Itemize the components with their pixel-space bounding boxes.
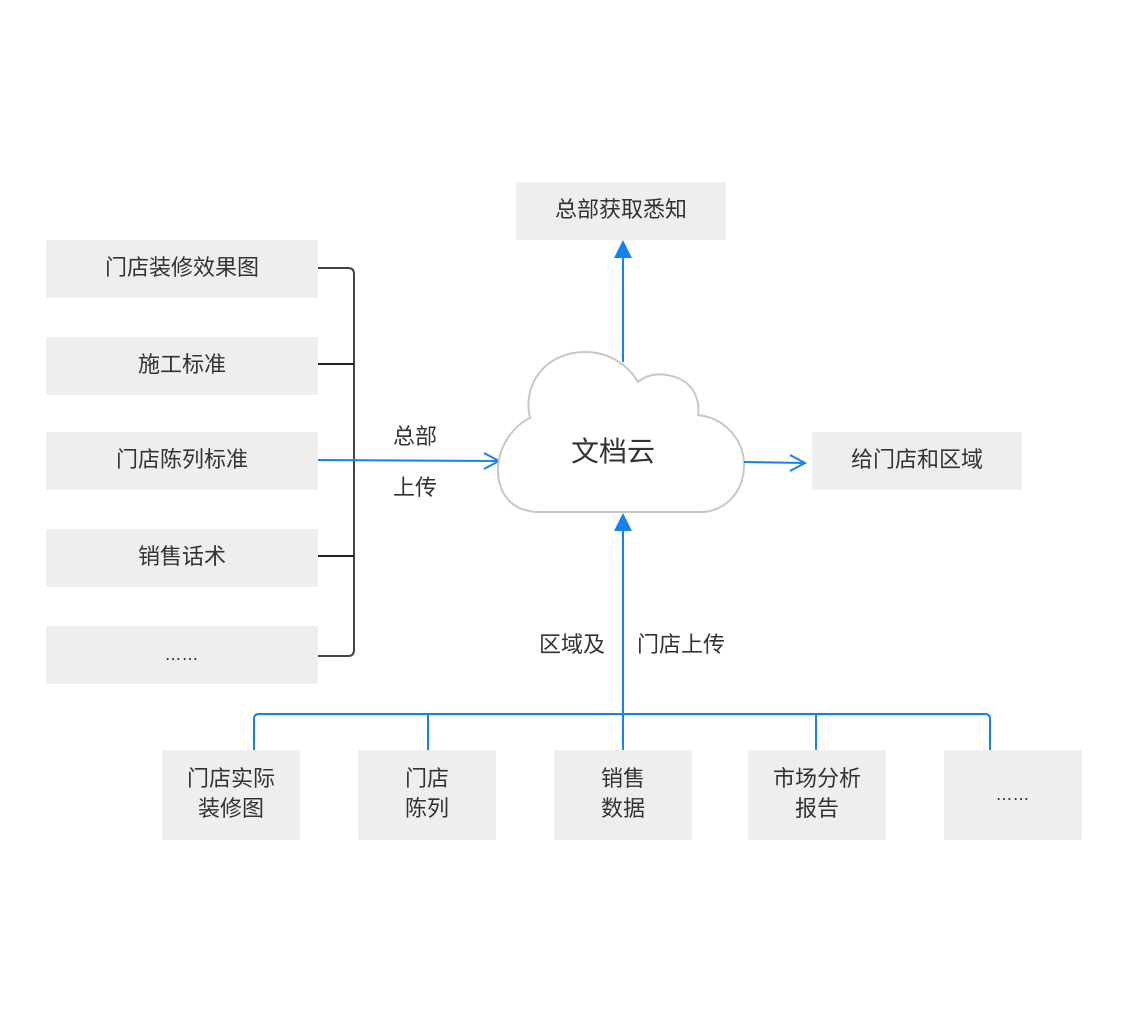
cloud-icon: [496, 350, 746, 513]
left-box-1: 门店装修效果图: [46, 240, 318, 298]
upload-label: 上传: [393, 476, 438, 501]
bottom-box-label: 市场分析 报告: [772, 767, 861, 822]
bottom-box-3: 销售 数据: [554, 750, 692, 840]
bottom-box-label: 销售 数据: [600, 767, 645, 822]
bottom-box-label: ……: [996, 785, 1030, 804]
bottom-box-label: 门店 陈列: [404, 767, 449, 822]
left-box-5: ……: [46, 626, 318, 684]
left-bracket-connector: [318, 267, 355, 657]
hq-label: 总部: [393, 425, 438, 450]
upload-arrow-line: [317, 459, 499, 462]
bottom-box-1: 门店实际 装修图: [162, 750, 300, 840]
bottom-box-label: 门店实际 装修图: [186, 767, 275, 822]
region-and-label: 区域及: [539, 633, 606, 658]
hq-notified-label: 总部获取悉知: [554, 198, 687, 223]
distribute-arrow-head: [789, 454, 808, 472]
to-stores-regions-box: 给门店和区域: [812, 432, 1022, 490]
to-stores-regions-label: 给门店和区域: [850, 448, 983, 473]
distribute-arrow-line: [743, 461, 806, 464]
bottom-bus-connector: [253, 713, 991, 750]
left-box-label: 销售话术: [137, 545, 226, 570]
bottom-box-2: 门店 陈列: [358, 750, 496, 840]
center-cloud-label: 文档云: [571, 435, 656, 468]
left-box-3: 门店陈列标准: [46, 432, 318, 490]
notify-arrow-head: [614, 240, 632, 258]
left-box-label: 门店陈列标准: [115, 448, 248, 473]
left-box-label: 施工标准: [137, 353, 226, 378]
store-upload-label: 门店上传: [637, 633, 726, 658]
bottom-box-5: ……: [944, 750, 1082, 840]
bottom-box-4: 市场分析 报告: [748, 750, 886, 840]
left-box-label: ……: [165, 645, 199, 664]
left-box-label: 门店装修效果图: [104, 256, 259, 281]
region-upload-arrow-head: [614, 513, 632, 531]
hq-notified-box: 总部获取悉知: [516, 182, 726, 240]
left-box-2: 施工标准: [46, 337, 318, 395]
left-box-4: 销售话术: [46, 529, 318, 587]
